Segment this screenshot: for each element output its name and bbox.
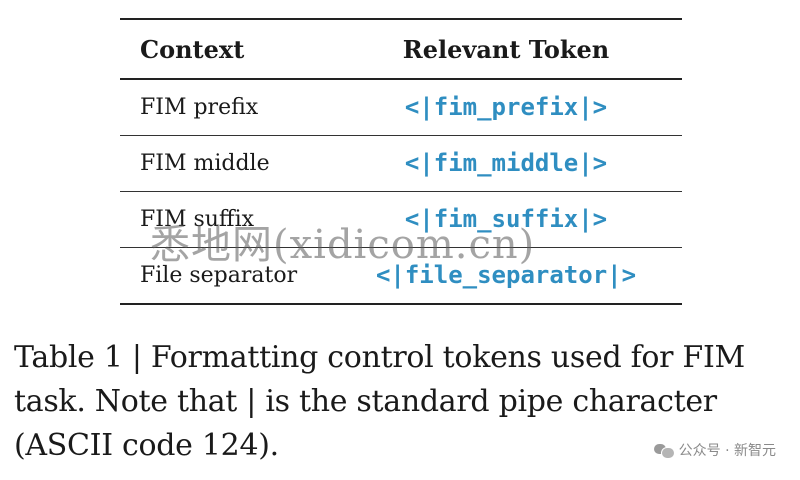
table-header-rule bbox=[120, 78, 682, 80]
row-context: FIM prefix bbox=[140, 94, 259, 120]
table-bottom-rule bbox=[120, 302, 682, 305]
source-watermark-text: 公众号 · 新智元 bbox=[678, 443, 776, 459]
table-row-rule bbox=[120, 134, 682, 136]
table-row: FIM middle <|fim_middle|> bbox=[120, 136, 682, 191]
row-context: FIM middle bbox=[140, 150, 270, 176]
table-top-rule bbox=[120, 18, 682, 20]
table-header-row: Context Relevant Token bbox=[120, 20, 682, 78]
token-table: Context Relevant Token FIM prefix <|fim_… bbox=[120, 18, 682, 305]
row-context: FIM suffix bbox=[140, 206, 255, 232]
table-row: FIM prefix <|fim_prefix|> bbox=[120, 80, 682, 135]
header-context: Context bbox=[140, 34, 245, 64]
header-token: Relevant Token bbox=[402, 34, 610, 64]
table-row-rule bbox=[120, 190, 682, 192]
row-token: <|fim_prefix|> bbox=[404, 93, 608, 121]
wechat-icon bbox=[653, 442, 675, 459]
table-row-rule bbox=[120, 246, 682, 248]
row-token: <|file_separator|> bbox=[375, 261, 637, 289]
row-context: File separator bbox=[140, 262, 298, 288]
table-row: File separator <|file_separator|> bbox=[120, 248, 682, 303]
row-token: <|fim_middle|> bbox=[404, 149, 608, 177]
source-watermark: 公众号 · 新智元 bbox=[653, 440, 776, 460]
table-caption: Table 1 | Formatting control tokens used… bbox=[14, 340, 745, 463]
table-row: FIM suffix <|fim_suffix|> bbox=[120, 192, 682, 247]
row-token: <|fim_suffix|> bbox=[404, 205, 608, 233]
